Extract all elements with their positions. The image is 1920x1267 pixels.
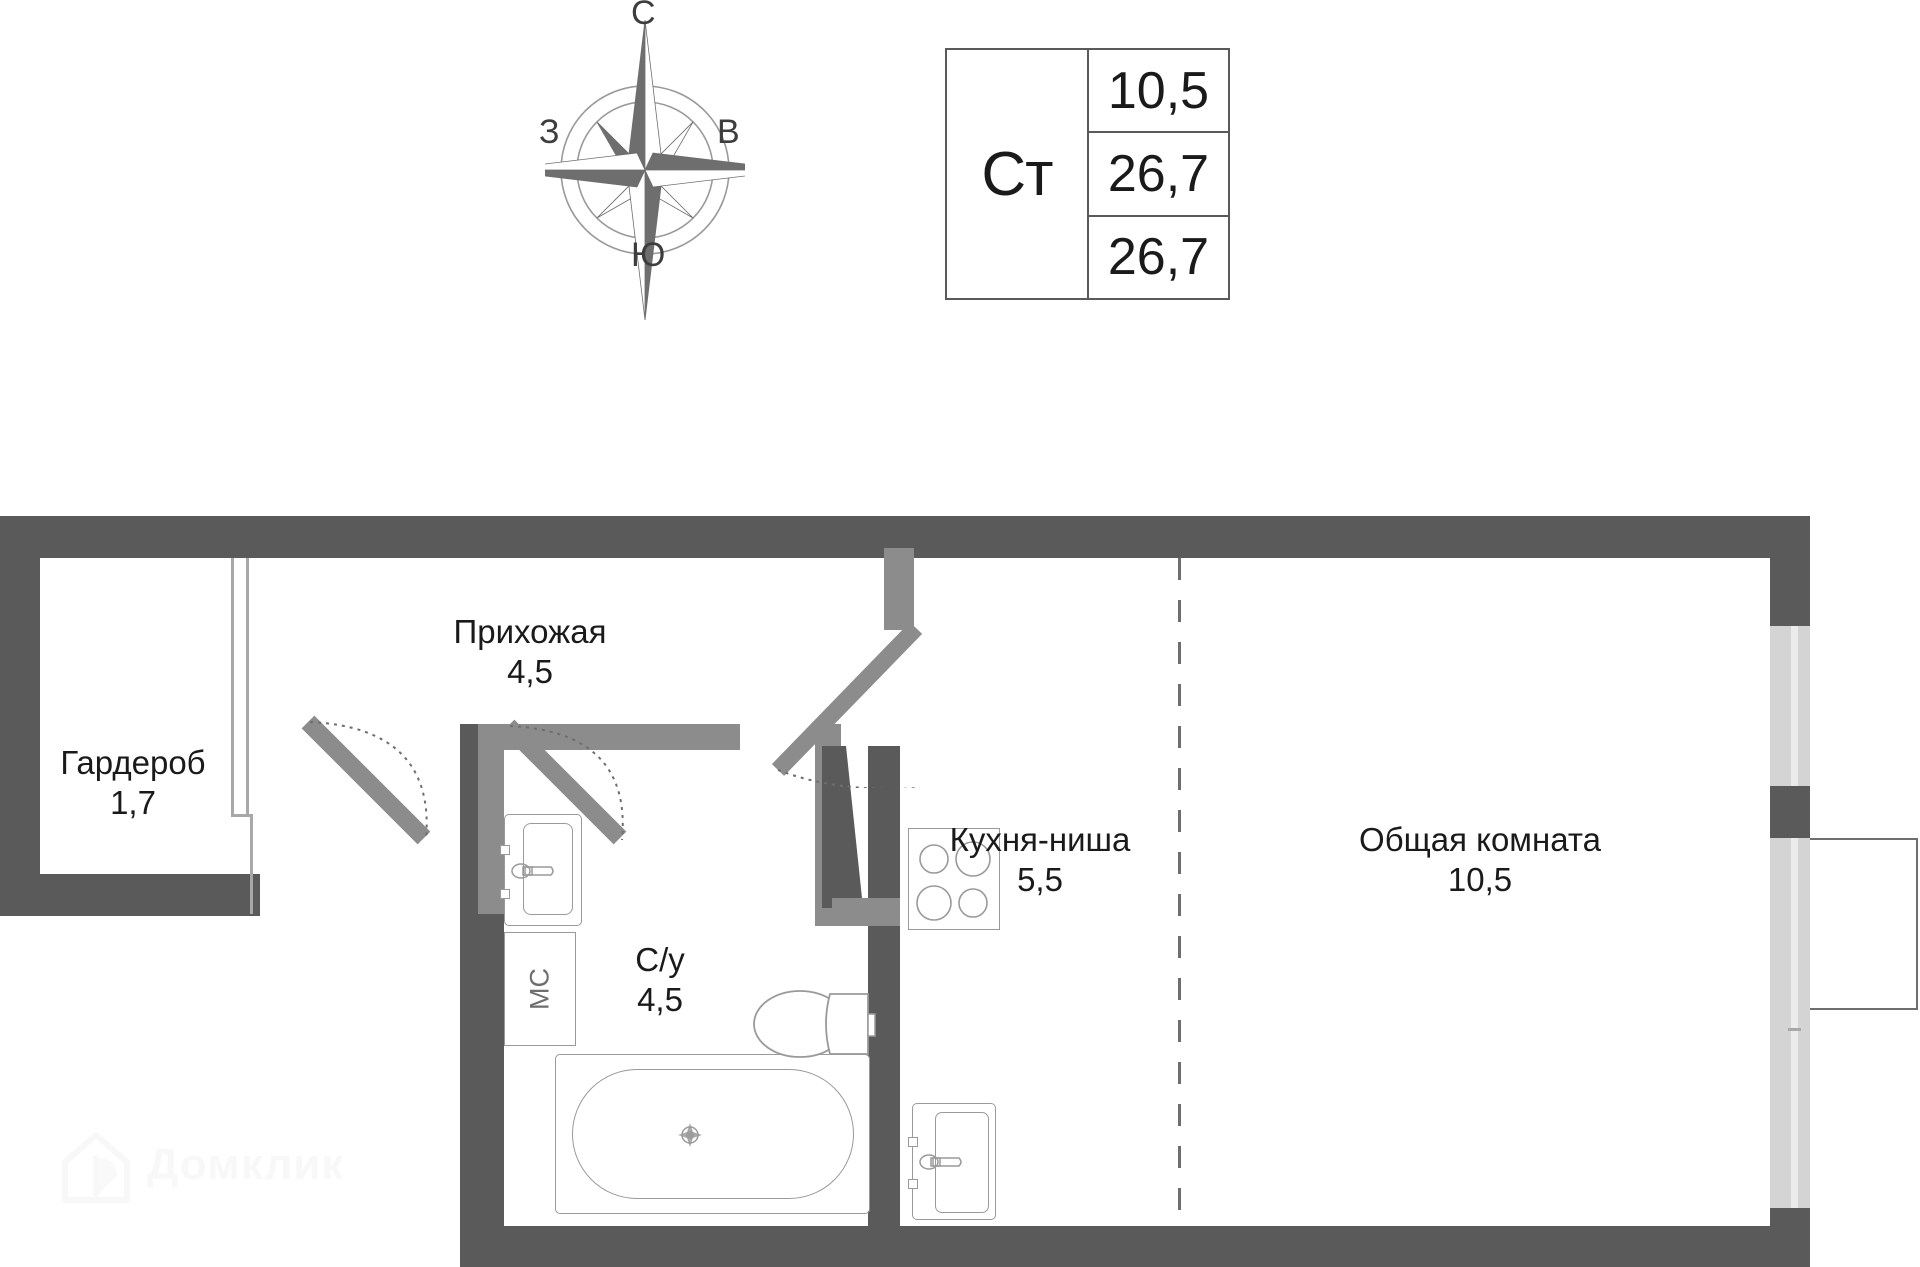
- exterior-wall-right-upper: [1770, 516, 1810, 626]
- compass-west-label: З: [539, 113, 560, 151]
- watermark-text: Домклик: [147, 1140, 345, 1189]
- bathroom-left-pier: [460, 914, 504, 1227]
- room-name-living-room: Общая комната: [1359, 821, 1601, 858]
- balcony-outline: [1810, 838, 1918, 1010]
- room-name-wardrobe: Гардероб: [60, 744, 206, 781]
- entrance-door[interactable]: [760, 618, 930, 790]
- wardrobe-partition-vertical-2: [246, 558, 249, 816]
- room-area-kitchen-niche: 5,5: [1017, 861, 1063, 899]
- domclick-watermark: Домклик: [55, 1128, 415, 1208]
- niche-wall-inner: [868, 746, 900, 898]
- total-area-value: 26,7: [1089, 131, 1228, 214]
- room-name-hallway: Прихожая: [453, 613, 607, 650]
- room-label-living-room: Общая комната 10,5: [1300, 820, 1660, 901]
- wardrobe-partition-jog: [231, 814, 253, 817]
- room-area-bathroom: 4,5: [637, 981, 683, 1019]
- bathroom-wall-right-lower: [868, 898, 900, 1228]
- window-upper-divider: [1770, 786, 1810, 838]
- room-area-hallway: 4,5: [507, 653, 553, 691]
- washing-machine-label: МС: [524, 968, 555, 1010]
- room-area-living-room: 10,5: [1447, 861, 1513, 899]
- apartment-type-code: Ст: [981, 139, 1053, 209]
- washbasin-fixture: [500, 814, 582, 926]
- cooktop-4-burner-fixture: [908, 828, 1000, 930]
- area-with-balcony-value: 26,7: [1089, 214, 1228, 298]
- bathroom-door[interactable]: [500, 714, 700, 914]
- zone-divider-dashed-line: [1178, 558, 1181, 1228]
- floor-plan: МС: [0, 508, 1920, 1267]
- bathtub-fixture: [555, 1054, 870, 1214]
- wardrobe-wall-bottom: [0, 874, 260, 916]
- window-lower-sash-break: [1788, 1028, 1801, 1031]
- toilet-fixture: [748, 978, 878, 1070]
- area-values-column: 10,5 26,7 26,7: [1087, 50, 1228, 298]
- wardrobe-partition-vertical: [231, 558, 234, 816]
- room-name-kitchen-niche: Кухня-ниша: [949, 821, 1131, 858]
- niche-angled-jamb: [828, 746, 890, 908]
- exterior-wall-right-lower: [1770, 1208, 1810, 1267]
- washing-machine-fixture: МС: [504, 932, 576, 1046]
- area-summary-table: Ст 10,5 26,7 26,7: [945, 48, 1230, 300]
- kitchen-sink-fixture: [908, 1103, 996, 1220]
- compass-east-label: В: [717, 113, 740, 151]
- compass-rose: С Ю В З: [494, 0, 796, 340]
- house-logo-icon: [62, 1132, 130, 1203]
- room-label-wardrobe: Гардероб 1,7: [18, 743, 248, 824]
- bathroom-wall-left-inner: [478, 724, 504, 918]
- room-label-kitchen-niche: Кухня-ниша 5,5: [910, 820, 1170, 901]
- window-lower: [1770, 838, 1810, 1208]
- wardrobe-partition-lower: [250, 814, 253, 914]
- niche-wall-outer: [822, 746, 832, 908]
- window-upper: [1770, 626, 1810, 786]
- entrance-door-frame: [884, 548, 914, 630]
- exterior-wall-bottom: [460, 1226, 1810, 1267]
- living-area-value: 10,5: [1107, 61, 1210, 120]
- compass-south-label: Ю: [631, 236, 666, 274]
- room-label-hallway: Прихожая 4,5: [380, 612, 680, 693]
- compass-north-label: С: [631, 0, 656, 32]
- window-lower-mullion: [1791, 838, 1798, 1208]
- room-label-bathroom: С/у 4,5: [570, 940, 750, 1021]
- window-upper-mullion: [1791, 626, 1798, 786]
- wardrobe-floor: [40, 558, 260, 908]
- exterior-wall-left: [0, 516, 40, 916]
- room-name-bathroom: С/у: [635, 941, 685, 978]
- room-area-wardrobe: 1,7: [110, 784, 156, 822]
- wardrobe-door[interactable]: [250, 714, 431, 914]
